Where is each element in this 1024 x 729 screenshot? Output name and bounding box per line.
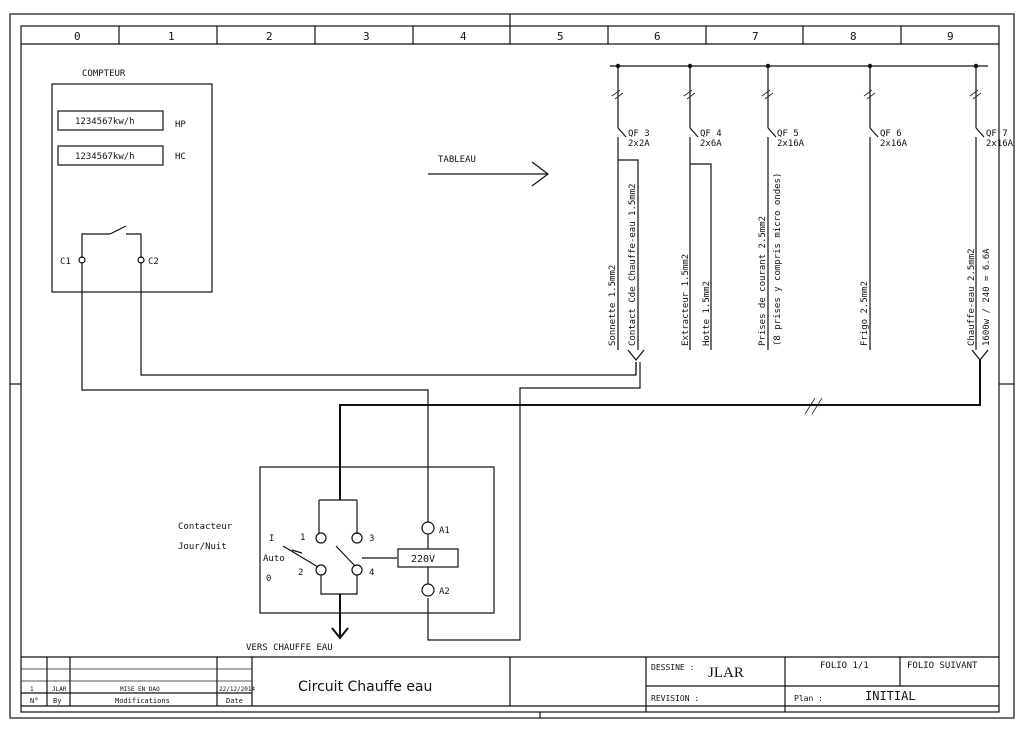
breaker-qf3: QF 3 2x2A (611, 63, 650, 361)
grid-label: 0 (74, 30, 81, 43)
label-contact-cde: Contact Cde Chauffe-eau 1.5mm2 (628, 183, 638, 346)
meter-contact (109, 225, 127, 235)
grid-label: 9 (947, 30, 954, 43)
meter-title: COMPTEUR (82, 69, 126, 79)
a2-label: A2 (439, 587, 450, 597)
revision-label: REVISION : (651, 694, 699, 703)
meter-block: COMPTEUR 1234567kw/h HP 1234567kw/h HC C… (51, 69, 213, 293)
breaker-qf4: QF 4 2x6A (683, 63, 722, 350)
label-prises-note: (8 prises y compris micro ondes) (773, 173, 783, 346)
t2-label: 2 (298, 568, 303, 578)
a1-label: A1 (439, 526, 450, 536)
label-chauffe-eau: Chauffe-eau 2.5mm2 (967, 248, 977, 346)
hp-index: 1234567kw/h (75, 117, 135, 127)
hdr-by: By (53, 697, 61, 705)
label-hotte: Hotte 1.5mm2 (702, 281, 712, 346)
distribution-board: QF 3 2x2A QF 4 2x6A QF 5 2x16A (608, 63, 1014, 361)
wiring (81, 262, 981, 641)
terminal-4 (351, 564, 363, 576)
plan-value: INITIAL (865, 689, 916, 703)
contactor-title-1: Contacteur (178, 522, 233, 532)
grid-label: 3 (363, 30, 370, 43)
pos-auto-label: Auto (263, 554, 285, 564)
grid-label: 2 (266, 30, 273, 43)
hdr-no: N° (30, 697, 38, 705)
qf6-rating: 2x16A (880, 139, 908, 149)
qf4-rating: 2x6A (700, 139, 722, 149)
c1-label: C1 (60, 257, 71, 267)
grid-header: 0 1 2 3 4 5 6 7 8 9 (74, 26, 954, 44)
grid-label: 7 (752, 30, 759, 43)
contactor-box (259, 466, 495, 614)
breaker-qf7: QF 7 2x16A (969, 63, 1014, 361)
qf6-id: QF 6 (880, 129, 902, 139)
coil-voltage: 220V (411, 554, 435, 565)
qf4-id: QF 4 (700, 129, 722, 139)
contactor-block: Contacteur Jour/Nuit I Auto 0 1 3 2 4 A1… (178, 466, 495, 640)
hc-label: HC (175, 152, 186, 162)
sheet-frame (9, 13, 1015, 719)
dessine-value: JLAR (708, 665, 744, 681)
tableau-arrow: TABLEAU (428, 155, 549, 187)
pos-i-label: I (269, 534, 274, 544)
label-chauffe-calc: 1600w / 240 = 6.6A (982, 248, 992, 346)
folio: FOLIO 1/1 (820, 661, 869, 671)
hc-index-box (57, 145, 164, 166)
drawing-title: Circuit Chauffe eau (298, 679, 432, 695)
terminal-a1 (421, 521, 435, 535)
t3-label: 3 (369, 534, 374, 544)
qf5-rating: 2x16A (777, 139, 805, 149)
hdr-mod: Modifications (115, 697, 170, 705)
label-sonnette: Sonnette 1.5mm2 (608, 265, 618, 346)
grid-label: 4 (460, 30, 467, 43)
terminal-3 (351, 532, 363, 544)
contactor-title-2: Jour/Nuit (178, 542, 227, 552)
t1-label: 1 (300, 533, 305, 543)
qf3-id: QF 3 (628, 129, 650, 139)
rev-no: 1 (30, 686, 34, 693)
rev-date: 22/12/2014 (219, 686, 256, 693)
label-frigo: Frigo 2.5mm2 (860, 281, 870, 346)
t4-label: 4 (369, 568, 374, 578)
breaker-qf5: QF 5 2x16A (761, 63, 805, 350)
pos-0-label: 0 (266, 574, 271, 584)
breaker-qf6: QF 6 2x16A (863, 63, 908, 350)
dessine-label: DESSINE : (651, 663, 694, 672)
grid-label: 8 (850, 30, 857, 43)
output-arrow (331, 627, 349, 640)
hc-index: 1234567kw/h (75, 152, 135, 162)
output-label: VERS CHAUFFE EAU (246, 643, 333, 653)
tableau-label: TABLEAU (438, 155, 476, 165)
hdr-date: Date (226, 697, 243, 705)
terminal-1 (315, 532, 327, 544)
plan-label: Plan : (794, 694, 823, 703)
hp-label: HP (175, 120, 186, 130)
title-block: 1 JLAR MISE EN DAO 22/12/2014 N° By Modi… (21, 656, 999, 712)
terminal-a2 (421, 583, 435, 597)
grid-label: 1 (168, 30, 175, 43)
meter-box (51, 83, 213, 293)
label-extracteur: Extracteur 1.5mm2 (681, 254, 691, 346)
label-prises: Prises de courant 2.5mm2 (758, 216, 768, 346)
grid-label: 6 (654, 30, 661, 43)
qf3-rating: 2x2A (628, 139, 650, 149)
rev-by: JLAR (52, 686, 67, 693)
folio-suivant: FOLIO SUIVANT (907, 661, 978, 671)
hp-index-box (57, 110, 164, 131)
qf7-id: QF 7 (986, 129, 1008, 139)
qf5-id: QF 5 (777, 129, 799, 139)
grid-label: 5 (557, 30, 564, 43)
qf7-rating: 2x16A (986, 139, 1014, 149)
rev-mod: MISE EN DAO (120, 686, 160, 693)
c2-label: C2 (148, 257, 159, 267)
